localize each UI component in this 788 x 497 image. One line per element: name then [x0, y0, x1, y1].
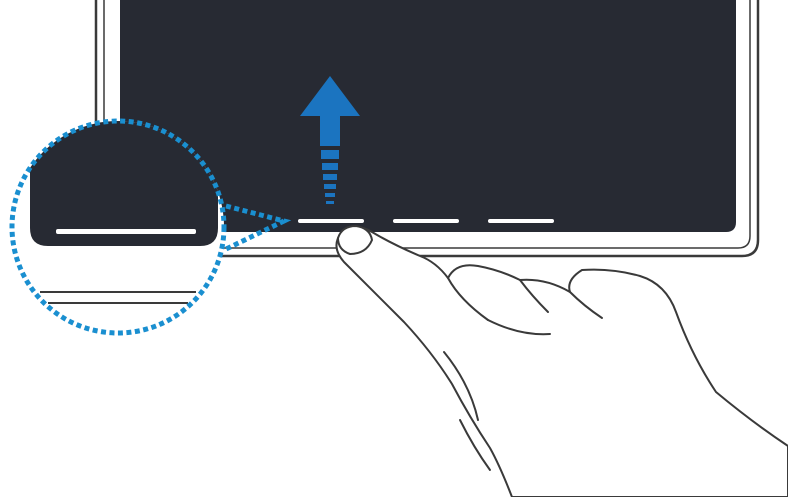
- magnified-hint-bar: [56, 229, 196, 234]
- nav-hint-bar[interactable]: [393, 219, 459, 223]
- nav-hint-bar[interactable]: [488, 219, 554, 223]
- hand-icon: [336, 226, 788, 497]
- hand-outline: [336, 227, 788, 497]
- nav-hint-bar[interactable]: [298, 219, 364, 223]
